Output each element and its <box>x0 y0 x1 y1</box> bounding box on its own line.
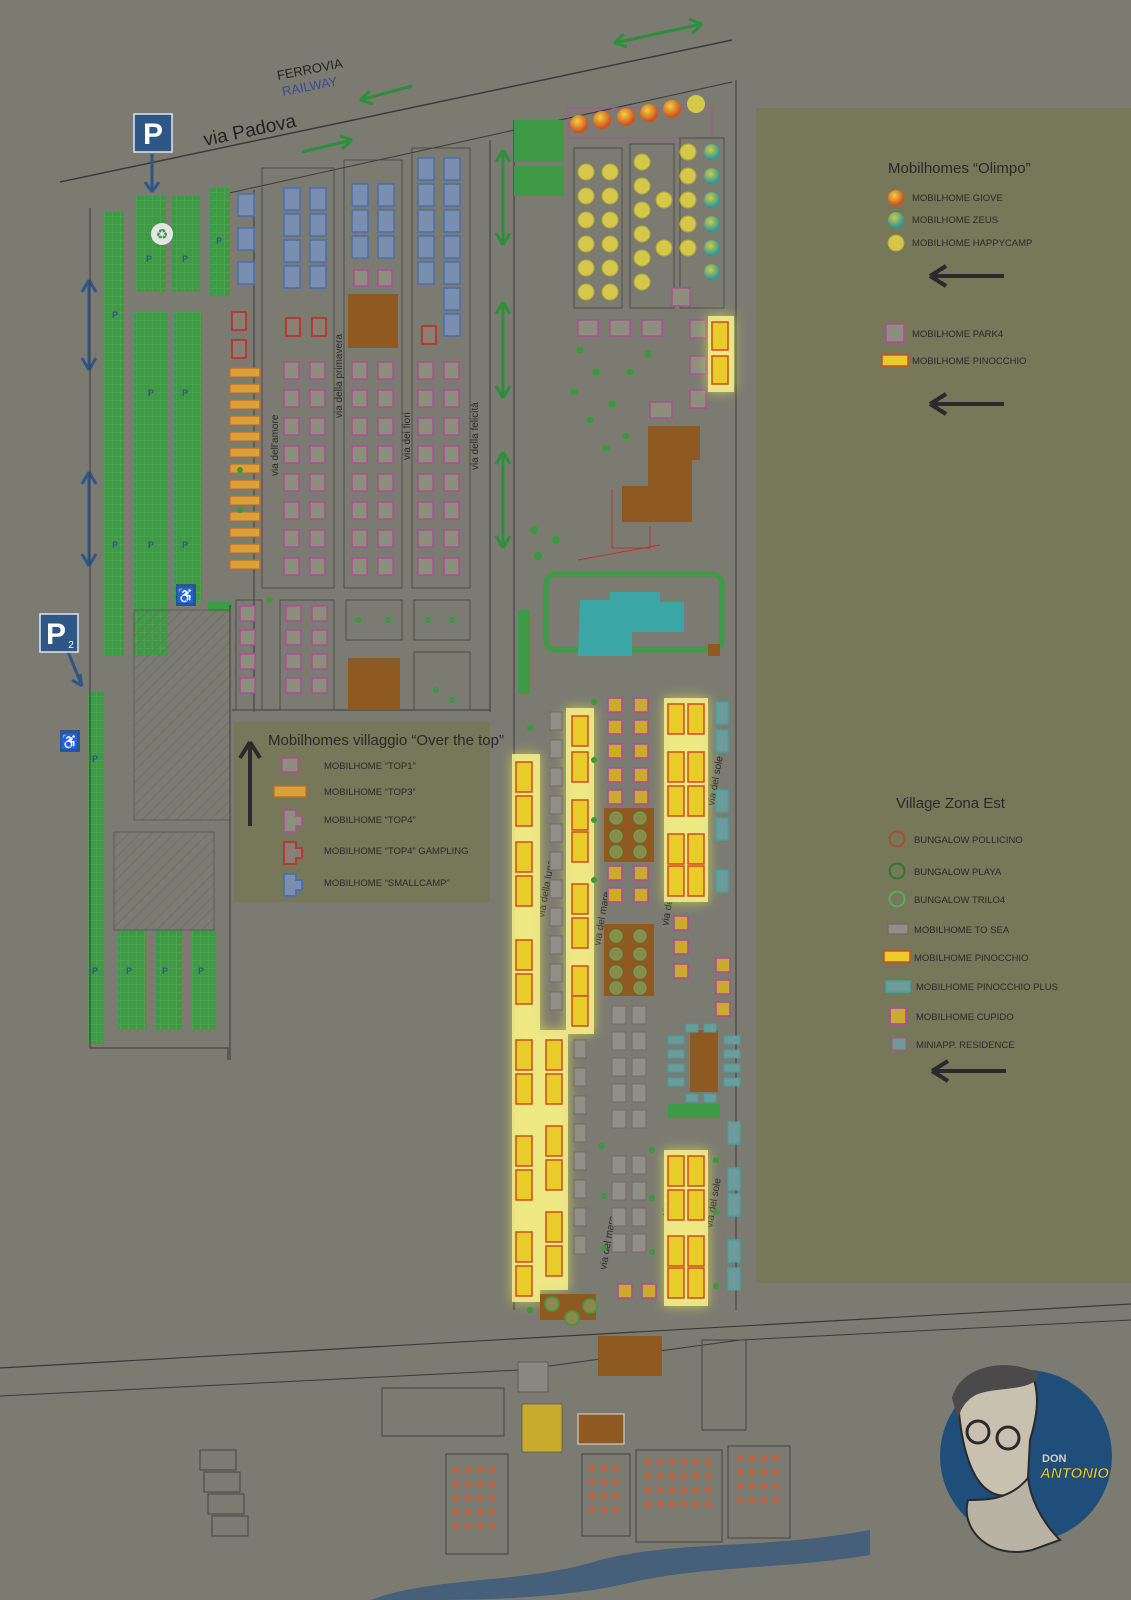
accessible-parking-icon: ♿ ♿ <box>60 584 196 752</box>
street-label-via-fiori: via dei fiori <box>402 412 413 460</box>
svg-text:P: P <box>112 310 118 320</box>
svg-text:P: P <box>92 966 98 976</box>
svg-text:BUNGALOW TRILO4: BUNGALOW TRILO4 <box>914 895 1005 906</box>
arrow-left-icon <box>930 1059 1006 1083</box>
legend-zona-est: Village Zona Est BUNGALOW POLLICINO BUNG… <box>883 795 1058 1083</box>
svg-text:MOBILHOME “TOP4”: MOBILHOME “TOP4” <box>324 815 416 826</box>
arrow-left-icon <box>928 392 1004 416</box>
svg-text:MOBILHOME “TOP3”: MOBILHOME “TOP3” <box>324 787 416 798</box>
parking-sign-p2: P 2 <box>39 613 79 653</box>
legend-olimpo-title: Mobilhomes “Olimpo” <box>888 160 1031 177</box>
swimming-pool-area <box>518 571 725 694</box>
traffic-arrows-green <box>301 17 704 549</box>
svg-text:P: P <box>126 966 132 976</box>
recycle-icon: ♻ <box>151 223 173 245</box>
legend-olimpo: Mobilhomes “Olimpo” MOBILHOME GIOVE MOBI… <box>881 160 1032 416</box>
svg-text:MOBILHOME PARK4: MOBILHOME PARK4 <box>912 329 1003 340</box>
trees <box>237 346 719 1313</box>
svg-text:MOBILHOME PINOCCHIO PLUS: MOBILHOME PINOCCHIO PLUS <box>916 982 1058 993</box>
street-label-via-amore: via dell'amore <box>270 414 281 476</box>
svg-text:P: P <box>148 540 154 550</box>
svg-text:♿: ♿ <box>177 587 196 605</box>
svg-text:2: 2 <box>68 640 74 651</box>
svg-text:MOBILHOME “TOP1”: MOBILHOME “TOP1” <box>324 761 416 772</box>
svg-text:P: P <box>216 236 222 246</box>
traffic-arrows-blue <box>62 154 161 688</box>
olimpo-area <box>514 95 734 561</box>
parking-sign-p1: P <box>133 113 173 153</box>
svg-text:P: P <box>92 754 98 764</box>
hatched-area <box>113 831 215 931</box>
zona-est-area <box>512 697 741 1326</box>
svg-text:♻: ♻ <box>156 226 169 242</box>
svg-text:MOBILHOME PINOCCHIO: MOBILHOME PINOCCHIO <box>912 356 1027 367</box>
svg-text:BUNGALOW PLAYA: BUNGALOW PLAYA <box>914 867 1002 878</box>
svg-text:P: P <box>143 118 163 151</box>
svg-text:P: P <box>182 540 188 550</box>
svg-text:MOBILHOME “TOP4” GAMPLING: MOBILHOME “TOP4” GAMPLING <box>324 846 468 857</box>
svg-text:P: P <box>182 254 188 264</box>
legend-villaggio: Mobilhomes villaggio “Over the top” MOBI… <box>238 732 504 897</box>
via-padova-label: via Padova <box>202 111 299 151</box>
svg-text:P: P <box>146 254 152 264</box>
svg-text:MOBILHOME GIOVE: MOBILHOME GIOVE <box>912 193 1003 204</box>
street-label-via-primavera: via della primavera <box>334 334 345 418</box>
parking-lots <box>88 188 232 1044</box>
logo-text-don: DON <box>1042 1453 1067 1465</box>
svg-text:P: P <box>162 966 168 976</box>
svg-text:MOBILHOME PINOCCHIO: MOBILHOME PINOCCHIO <box>914 953 1029 964</box>
svg-text:P: P <box>148 388 154 398</box>
logo-text-antonio: ANTONIO <box>1039 1465 1109 1482</box>
svg-text:P: P <box>198 966 204 976</box>
legend-zona-est-title: Village Zona Est <box>896 795 1006 812</box>
village-over-the-top <box>229 147 471 711</box>
south-beach-area <box>0 1303 1131 1600</box>
arrow-left-icon <box>928 264 1004 288</box>
arrow-up-icon <box>238 740 262 826</box>
legend-villaggio-title: Mobilhomes villaggio “Over the top” <box>268 732 504 749</box>
sea-waves <box>370 1530 870 1600</box>
svg-text:MINIAPP. RESIDENCE: MINIAPP. RESIDENCE <box>916 1040 1015 1051</box>
svg-text:MOBILHOME “SMALLCAMP”: MOBILHOME “SMALLCAMP” <box>324 878 450 889</box>
svg-text:P: P <box>46 618 66 651</box>
don-antonio-logo: DON ANTONIO <box>940 1365 1112 1553</box>
svg-text:MOBILHOME ZEUS: MOBILHOME ZEUS <box>912 215 998 226</box>
svg-text:P: P <box>182 388 188 398</box>
svg-text:MOBILHOME CUPIDO: MOBILHOME CUPIDO <box>916 1012 1014 1023</box>
svg-text:♿: ♿ <box>61 733 80 751</box>
legend-panel-right <box>756 108 1131 1283</box>
street-label-via-felicita: via della felicità <box>470 402 481 470</box>
hatched-area <box>133 609 231 821</box>
legend-panel-villaggio <box>234 722 490 902</box>
svg-text:MOBILHOME HAPPYCAMP: MOBILHOME HAPPYCAMP <box>912 238 1032 249</box>
svg-text:MOBILHOME TO SEA: MOBILHOME TO SEA <box>914 925 1010 936</box>
svg-text:P: P <box>112 540 118 550</box>
parking-stall-labels: P P P P P P P P P P P P P P <box>92 236 222 976</box>
svg-text:BUNGALOW POLLICINO: BUNGALOW POLLICINO <box>914 835 1023 846</box>
